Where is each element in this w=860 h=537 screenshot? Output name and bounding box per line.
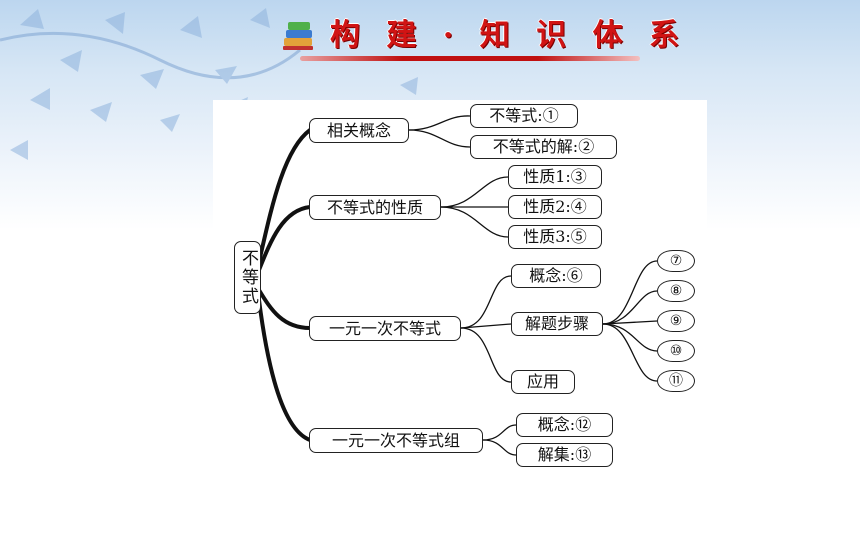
leaf-node-inequality: 不等式:① <box>470 104 578 128</box>
connector-root-branch-1 <box>257 128 312 264</box>
connector-b2-c3 <box>440 206 509 238</box>
branch-node-linear-inequality: 一元一次不等式 <box>309 316 461 341</box>
root-node: 不等式 <box>234 241 261 314</box>
leaf-node-solution-set: 解集:⑬ <box>516 443 613 467</box>
title-underline <box>300 56 640 61</box>
branch-node-properties: 不等式的性质 <box>309 195 441 220</box>
connector-lines <box>257 115 658 456</box>
mindmap-panel: 不等式 相关概念 不等式:① 不等式的解:② 不等式的性质 性质1:③ 性质2:… <box>213 100 707 475</box>
branch-node-related-concepts: 相关概念 <box>309 118 409 143</box>
branch-node-inequality-system: 一元一次不等式组 <box>309 428 483 453</box>
leaf-node-property-3: 性质3:⑤ <box>508 225 602 249</box>
step-node-1: ⑦ <box>657 250 695 272</box>
leaf-node-property-2: 性质2:④ <box>508 195 602 219</box>
connector-root-branch-2 <box>257 205 312 272</box>
connector-root-branch-4 <box>257 298 312 442</box>
section-title: 构 建 · 知 识 体 系 <box>330 18 688 53</box>
step-node-4: ⑩ <box>657 340 695 362</box>
connector-b4-c1 <box>482 424 517 441</box>
connector-b3-c2 <box>460 323 512 329</box>
connector-b3-c3 <box>460 327 512 383</box>
connector-b1-c1 <box>408 115 471 131</box>
connector-step-1 <box>602 260 658 325</box>
connector-b3-c1 <box>460 275 512 329</box>
book-stack-icon <box>283 22 313 50</box>
step-node-3: ⑨ <box>657 310 695 332</box>
leaf-node-application: 应用 <box>511 370 575 394</box>
connector-root-branch-3 <box>257 288 312 330</box>
connector-step-3 <box>602 320 658 325</box>
leaf-node-concept: 概念:⑥ <box>511 264 601 288</box>
leaf-node-system-concept: 概念:⑫ <box>516 413 613 437</box>
connector-b1-c2 <box>408 129 471 148</box>
leaf-node-solving-steps: 解题步骤 <box>511 312 603 336</box>
connector-b4-c2 <box>482 439 517 456</box>
connector-step-5 <box>602 323 658 382</box>
leaf-node-solution: 不等式的解:② <box>470 135 617 159</box>
leaf-node-property-1: 性质1:③ <box>508 165 602 189</box>
connector-b2-c1 <box>440 176 509 208</box>
step-node-5: ⑪ <box>657 370 695 392</box>
step-node-2: ⑧ <box>657 280 695 302</box>
